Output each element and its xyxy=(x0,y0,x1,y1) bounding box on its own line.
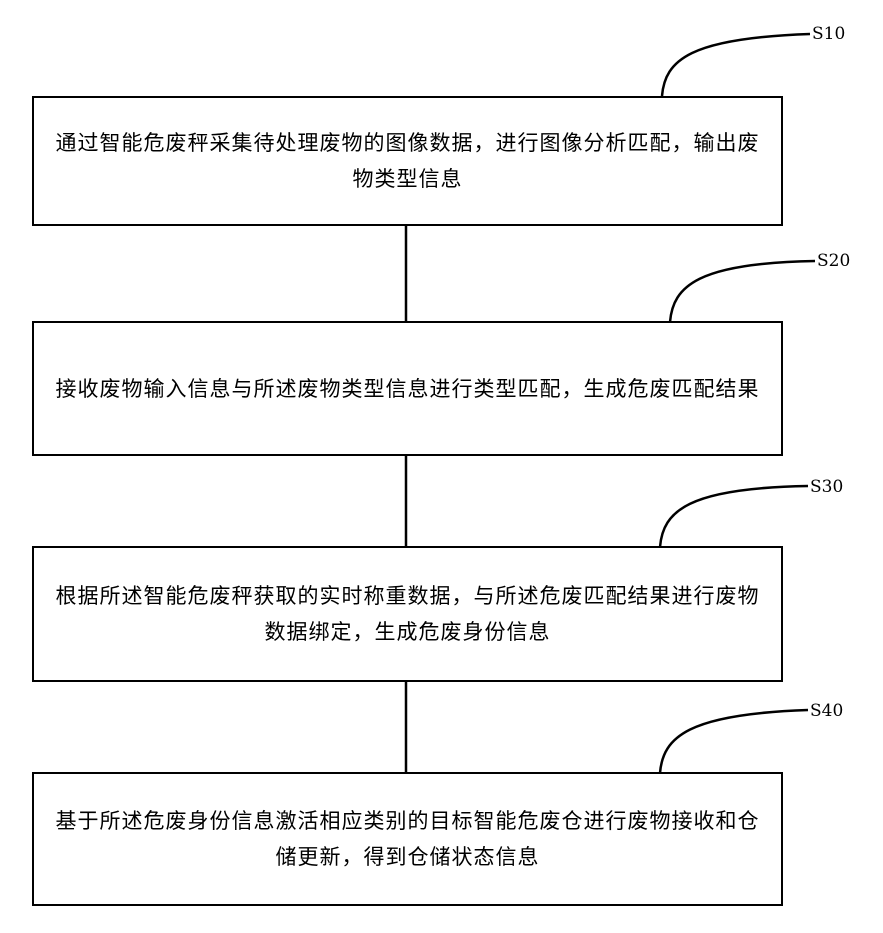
step-text-s40: 基于所述危废身份信息激活相应类别的目标智能危废仓进行废物接收和仓储更新，得到仓储… xyxy=(46,803,769,875)
step-box-s40: 基于所述危废身份信息激活相应类别的目标智能危废仓进行废物接收和仓储更新，得到仓储… xyxy=(32,772,783,906)
step-label-s10: S10 xyxy=(812,24,845,44)
leader-s20 xyxy=(670,261,815,322)
step-label-s30: S30 xyxy=(810,477,843,497)
step-text-s10: 通过智能危废秤采集待处理废物的图像数据，进行图像分析匹配，输出废物类型信息 xyxy=(46,125,769,197)
step-text-s30: 根据所述智能危废秤获取的实时称重数据，与所述危废匹配结果进行废物数据绑定，生成危… xyxy=(46,578,769,650)
step-text-s20: 接收废物输入信息与所述废物类型信息进行类型匹配，生成危废匹配结果 xyxy=(46,371,769,407)
step-label-s20: S20 xyxy=(817,251,850,271)
step-box-s30: 根据所述智能危废秤获取的实时称重数据，与所述危废匹配结果进行废物数据绑定，生成危… xyxy=(32,546,783,682)
step-box-s20: 接收废物输入信息与所述废物类型信息进行类型匹配，生成危废匹配结果 xyxy=(32,321,783,456)
step-box-s10: 通过智能危废秤采集待处理废物的图像数据，进行图像分析匹配，输出废物类型信息 xyxy=(32,96,783,226)
leader-s10 xyxy=(662,34,810,96)
leader-s40 xyxy=(660,710,808,773)
leader-s30 xyxy=(660,486,808,547)
step-label-s40: S40 xyxy=(810,701,843,721)
